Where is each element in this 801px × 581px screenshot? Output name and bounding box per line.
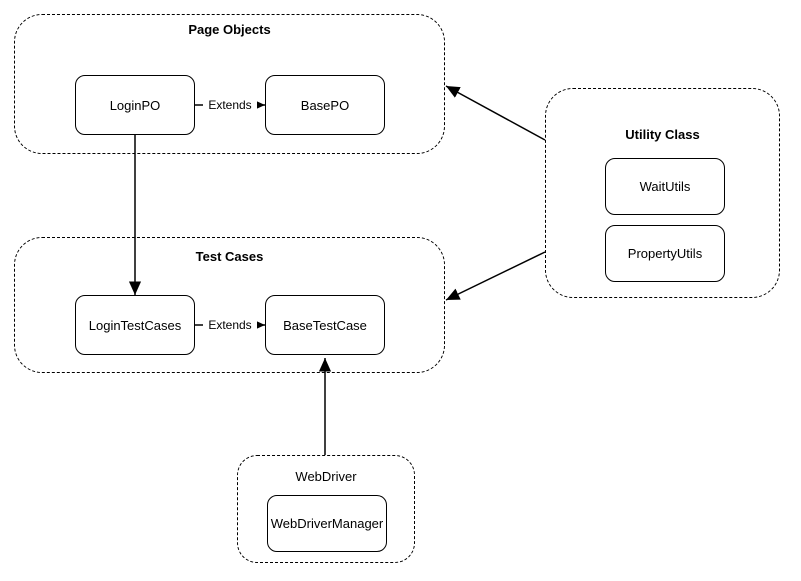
edge-utilityclass-to-testcases xyxy=(445,251,546,301)
node-base-po: BasePO xyxy=(265,75,385,135)
node-property-utils: PropertyUtils xyxy=(605,225,725,282)
group-test-cases xyxy=(14,237,445,373)
node-login-po: LoginPO xyxy=(75,75,195,135)
group-page-objects xyxy=(14,14,445,154)
group-utility-class xyxy=(545,88,780,298)
node-login-test-cases: LoginTestCases xyxy=(75,295,195,355)
edge-label-extends-po: Extends xyxy=(203,98,257,112)
group-webdriver xyxy=(237,455,415,563)
edge-label-extends-test: Extends xyxy=(203,318,257,332)
group-title-webdriver: WebDriver xyxy=(295,469,357,484)
node-wait-utils: WaitUtils xyxy=(605,158,725,215)
node-webdriver-manager: WebDriverManager xyxy=(267,495,387,552)
group-title-utility-class: Utility Class xyxy=(625,127,700,142)
edge-utilityclass-to-pageobjects xyxy=(445,85,546,141)
node-base-test-case: BaseTestCase xyxy=(265,295,385,355)
group-title-test-cases: Test Cases xyxy=(195,249,264,264)
group-title-page-objects: Page Objects xyxy=(188,22,271,37)
